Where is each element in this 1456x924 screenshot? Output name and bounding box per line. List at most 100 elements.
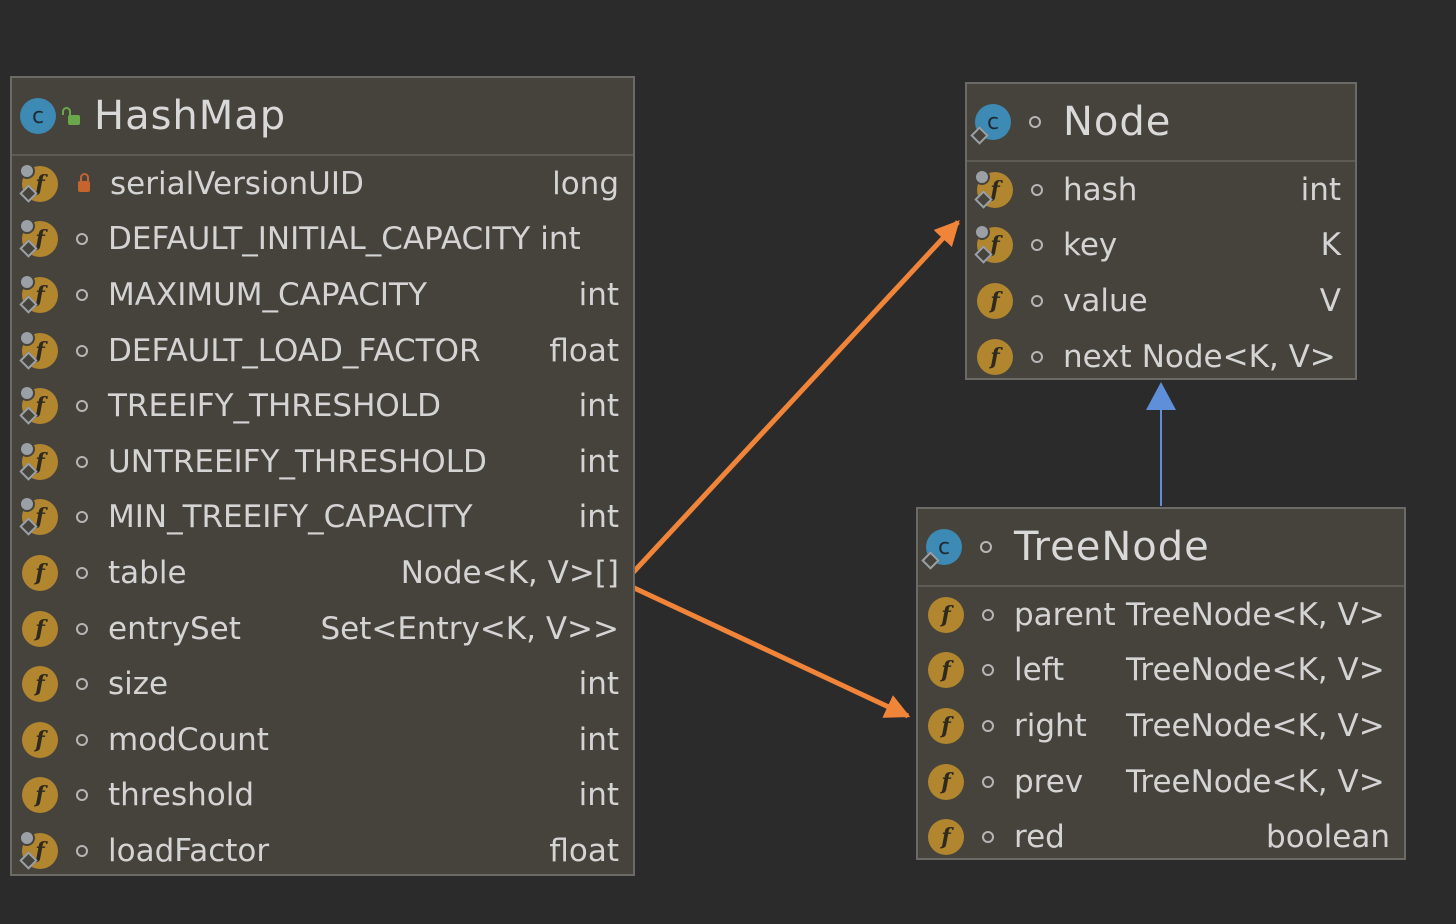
field-name: value: [1063, 282, 1148, 319]
field-icon: f: [977, 338, 1013, 375]
field-name: prev: [1014, 763, 1084, 800]
field-type: long: [552, 165, 619, 202]
reference-arrow-to-node: [626, 220, 960, 580]
package-dot-icon: [980, 541, 992, 553]
field-row[interactable]: f right TreeNode<K, V>: [918, 698, 1404, 754]
field-name: right: [1014, 707, 1087, 744]
field-type: TreeNode<K, V>: [1126, 763, 1385, 800]
treenode-header: c TreeNode: [918, 509, 1404, 587]
field-row[interactable]: f MAXIMUM_CAPACITY int: [12, 267, 633, 323]
field-icon: f: [928, 652, 964, 689]
field-row[interactable]: f size int: [12, 656, 633, 712]
static-final-field-icon: f: [974, 168, 1013, 208]
package-dot-icon: [1031, 294, 1043, 307]
package-dot-icon: [76, 344, 88, 357]
field-icon: f: [928, 707, 964, 744]
field-icon: f: [22, 666, 58, 703]
field-type: Node<K, V>: [1141, 338, 1336, 375]
class-name: TreeNode: [1014, 524, 1210, 570]
field-name: loadFactor: [108, 832, 270, 869]
field-name: size: [108, 666, 169, 703]
package-dot-icon: [1029, 116, 1041, 128]
field-name: UNTREEIFY_THRESHOLD: [108, 443, 487, 480]
reference-arrow-to-treenode: [628, 583, 911, 719]
field-type: int: [578, 276, 619, 313]
inheritance-arrowhead: [1146, 382, 1176, 410]
package-dot-icon: [76, 511, 88, 524]
package-dot-icon: [76, 233, 88, 246]
package-dot-icon: [76, 288, 88, 301]
field-row[interactable]: f parent TreeNode<K, V>: [918, 587, 1404, 643]
field-icon: f: [22, 554, 58, 591]
node-header: c Node: [967, 84, 1355, 162]
field-name: threshold: [108, 777, 254, 814]
package-dot-icon: [76, 622, 88, 635]
package-dot-icon: [1031, 350, 1043, 363]
static-class-icon: c: [926, 529, 962, 565]
field-type: int: [578, 499, 619, 536]
field-type: int: [578, 443, 619, 480]
field-name: MAXIMUM_CAPACITY: [108, 276, 427, 313]
field-row[interactable]: f left TreeNode<K, V>: [918, 643, 1404, 699]
field-type: int: [578, 666, 619, 703]
field-icon: f: [928, 596, 964, 633]
field-type: TreeNode<K, V>: [1126, 707, 1385, 744]
field-icon: f: [22, 610, 58, 647]
static-final-field-icon: f: [19, 496, 58, 536]
field-type: Node<K, V>[]: [400, 554, 619, 591]
field-name: left: [1014, 652, 1065, 689]
static-final-field-icon: f: [19, 273, 58, 313]
field-type: K: [1320, 227, 1341, 264]
package-dot-icon: [76, 566, 88, 579]
field-icon: f: [928, 763, 964, 800]
static-final-field-icon: f: [19, 162, 58, 202]
field-name: TREEIFY_THRESHOLD: [108, 388, 441, 425]
package-dot-icon: [982, 608, 994, 621]
private-lock-icon: [78, 173, 90, 193]
field-row[interactable]: f entrySet Set<Entry<K, V>>: [12, 601, 633, 657]
field-type: Set<Entry<K, V>>: [320, 610, 619, 647]
field-type: TreeNode<K, V>: [1126, 652, 1385, 689]
field-row[interactable]: f prev TreeNode<K, V>: [918, 754, 1404, 810]
field-name: entrySet: [108, 610, 241, 647]
field-name: modCount: [108, 721, 269, 758]
static-final-field-icon: f: [974, 224, 1013, 264]
field-type: boolean: [1266, 819, 1390, 856]
package-dot-icon: [76, 789, 88, 802]
field-row[interactable]: f table Node<K, V>[]: [12, 545, 633, 601]
field-name: table: [108, 554, 187, 591]
static-class-icon: c: [975, 104, 1011, 140]
field-icon: f: [22, 777, 58, 814]
field-icon: f: [22, 721, 58, 758]
field-icon: f: [928, 819, 964, 856]
field-name: parent: [1014, 596, 1116, 633]
package-dot-icon: [76, 733, 88, 746]
static-final-field-icon: f: [19, 385, 58, 425]
field-name: hash: [1063, 171, 1138, 208]
field-type: int: [540, 221, 581, 258]
package-dot-icon: [982, 664, 994, 677]
field-icon: f: [977, 282, 1013, 319]
field-type: TreeNode<K, V>: [1126, 596, 1385, 633]
open-lock-icon: [62, 107, 80, 125]
package-dot-icon: [76, 400, 88, 413]
package-dot-icon: [76, 678, 88, 691]
static-final-field-icon: f: [19, 829, 58, 869]
